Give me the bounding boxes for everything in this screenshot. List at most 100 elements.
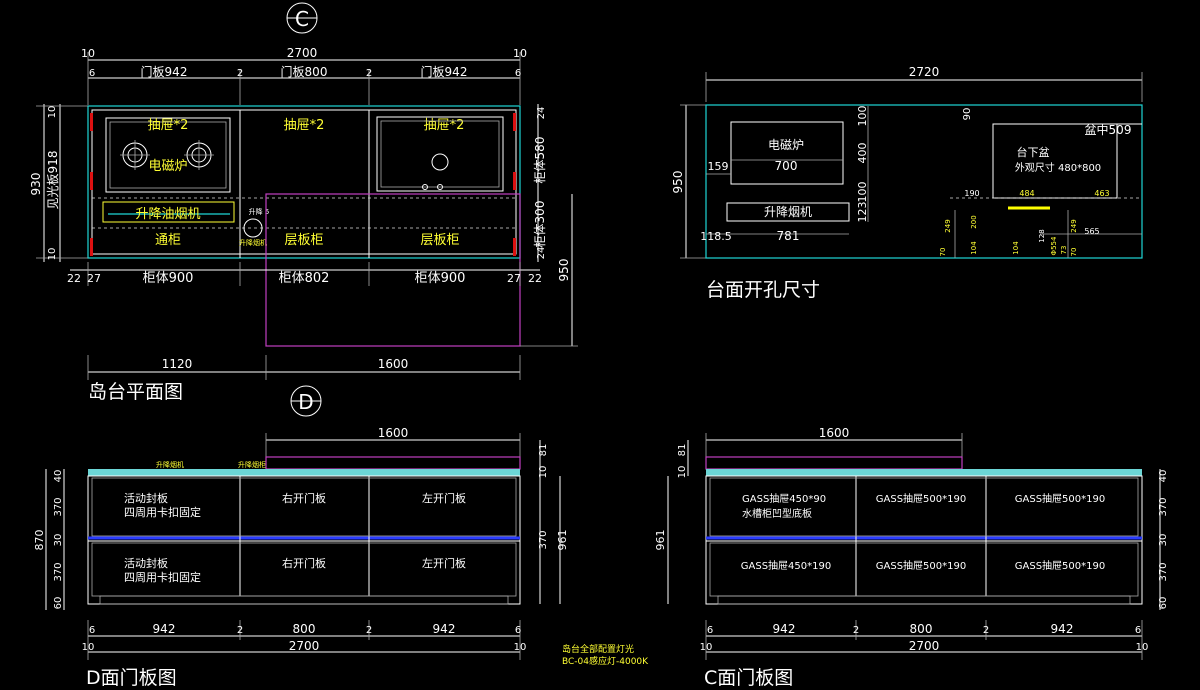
- plan-body-dim-1: 柜体900: [143, 271, 194, 286]
- plan-view: 10 2700 10 门板942 门板800 门板942 6 2 2 6 电磁炉…: [29, 46, 578, 403]
- plan-door-dim-2: 门板800: [281, 64, 328, 79]
- plan-drawer-label-2: 抽屉*2: [284, 118, 325, 133]
- d-countertop: [88, 469, 520, 476]
- d-panel-2: 右开门板: [282, 491, 326, 505]
- plan-sink: [376, 116, 504, 192]
- d-left-370a: 370: [53, 497, 64, 516]
- c-bottom-2b: 2: [983, 625, 989, 636]
- plan-gap-4: 6: [515, 68, 521, 79]
- cutout-sink-dim-104a: 104: [970, 241, 978, 255]
- c-right-370b: 370: [1158, 562, 1169, 581]
- c-panel-2: GASS抽屉500*190: [876, 492, 966, 505]
- d-top-label-2: 升降烟柜: [238, 460, 266, 469]
- c-left-961: 961: [654, 530, 667, 551]
- d-bottom-2a: 2: [237, 625, 243, 636]
- d-left-870: 870: [33, 530, 46, 551]
- cutout-sink-dim-128: 128: [1038, 229, 1046, 242]
- c-left-10: 10: [677, 466, 688, 479]
- c-right-60: 60: [1158, 597, 1169, 610]
- d-bottom-942b: 942: [433, 622, 456, 636]
- d-panel-1-line2: 四周用卡扣固定: [124, 505, 201, 519]
- d-bottom-942a: 942: [153, 622, 176, 636]
- c-title: C面门板图: [704, 667, 793, 689]
- c-bottom-6a: 6: [707, 625, 713, 636]
- plan-lift-note: 升降 5: [249, 207, 270, 216]
- d-right-10: 10: [538, 466, 549, 479]
- plan-dim-end-left: 10: [81, 47, 95, 60]
- plan-hob-label: 电磁炉: [148, 159, 187, 174]
- plan-hood-label: 升降油烟机: [135, 207, 200, 222]
- cutout-hood-left: 118.5: [700, 230, 732, 243]
- plan-body-end-2: 27: [87, 272, 101, 285]
- plan-body-end-1: 22: [67, 272, 81, 285]
- d-total: 2700: [289, 639, 320, 653]
- c-right-370a: 370: [1158, 497, 1169, 516]
- plan-body-end-4: 22: [528, 272, 542, 285]
- plan-hob: [105, 117, 231, 193]
- c-panel-1-line1: GASS抽屉450*90: [742, 492, 826, 505]
- c-bottom-942a: 942: [773, 622, 796, 636]
- plan-body-dim-2: 柜体802: [279, 271, 330, 286]
- d-panel-3: 左开门板: [422, 491, 466, 505]
- plan-gap-1: 6: [89, 68, 95, 79]
- bubble-c-label: C: [295, 7, 309, 31]
- cutout-hood-v: 123: [856, 202, 869, 223]
- plan-door-dim-3: 门板942: [421, 64, 468, 79]
- d-panel-4-line2: 四周用卡扣固定: [124, 570, 201, 584]
- d-top-dim: 1600: [378, 426, 409, 440]
- c-bottom-942b: 942: [1051, 622, 1074, 636]
- plan-cabinet-1: 通柜: [155, 233, 181, 248]
- plan-left-dim-top: 10: [47, 106, 58, 119]
- d-left-30: 30: [53, 534, 64, 547]
- c-panel-1-line2: 水槽柜凹型底板: [742, 507, 812, 520]
- d-extension-top: [265, 456, 521, 470]
- plan-hood: [102, 201, 235, 223]
- plan-left-dim-918: 见光板918: [46, 151, 60, 210]
- cutout-sink-dim-70a: 70: [939, 248, 947, 257]
- plan-lift-unit: [243, 218, 263, 238]
- plan-countertop-outline: [87, 105, 521, 259]
- plan-drawer-label-1: 抽屉*2: [148, 118, 189, 133]
- plan-dim-total: 2700: [287, 46, 318, 60]
- d-left-40: 40: [53, 470, 64, 483]
- cutout-sink-dim-70b: 70: [1070, 248, 1078, 257]
- d-right-961: 961: [556, 530, 569, 551]
- cutout-sink-dim-463: 463: [1094, 189, 1109, 198]
- d-note-line2: BC-04感应灯-4000K: [562, 655, 649, 667]
- cutout-hood-label: 升降烟机: [764, 205, 812, 219]
- cutout-hob-v3: 100: [856, 182, 869, 203]
- c-end-right: 10: [1136, 642, 1149, 653]
- plan-cabinet-3: 层板柜: [420, 233, 459, 248]
- d-elevation: 1600 升降烟机 升降烟柜 活动封板 四周用卡扣固定 右开门板 左开门板 活动…: [33, 426, 649, 689]
- c-right-30: 30: [1158, 534, 1169, 547]
- cutout-countertop: [705, 104, 1143, 259]
- cutout-height: 950: [671, 171, 685, 194]
- cutout-sink-title: 台下盆: [1017, 145, 1050, 159]
- c-countertop: [706, 469, 1142, 476]
- c-bottom-2a: 2: [853, 625, 859, 636]
- plan-bottom-dim-1120: 1120: [162, 357, 193, 371]
- cutout-hob-left: 159: [708, 160, 729, 173]
- c-total: 2700: [909, 639, 940, 653]
- cutout-width: 2720: [909, 65, 940, 79]
- c-panel-4: GASS抽屉450*190: [741, 559, 831, 572]
- d-bottom-6a: 6: [89, 625, 95, 636]
- cutout-sink-dim-104b: 104: [1012, 241, 1020, 255]
- cutout-hob-v2: 400: [856, 143, 869, 164]
- c-left-81: 81: [677, 444, 688, 457]
- plan-lift-label: 升降烟机: [239, 238, 267, 247]
- cutout-hob-v1: 100: [856, 106, 869, 127]
- cutout-sink-center: 盆中509: [1085, 122, 1132, 137]
- d-panel-4-line1: 活动封板: [124, 556, 168, 570]
- plan-right-dim-24b: 24: [536, 247, 547, 260]
- cutout-hood-width: 781: [777, 229, 800, 243]
- cutout-sink-size: 外观尺寸 480*800: [1015, 161, 1101, 174]
- d-left-60: 60: [53, 597, 64, 610]
- cutout-sink-dim-249b: 249: [1070, 219, 1078, 232]
- d-bottom-6b: 6: [515, 625, 521, 636]
- plan-body-dim-3: 柜体900: [415, 271, 466, 286]
- c-panel-6: GASS抽屉500*190: [1015, 559, 1105, 572]
- plan-right-dim-580: 柜体580: [533, 137, 547, 184]
- plan-dim-end-right: 10: [513, 47, 527, 60]
